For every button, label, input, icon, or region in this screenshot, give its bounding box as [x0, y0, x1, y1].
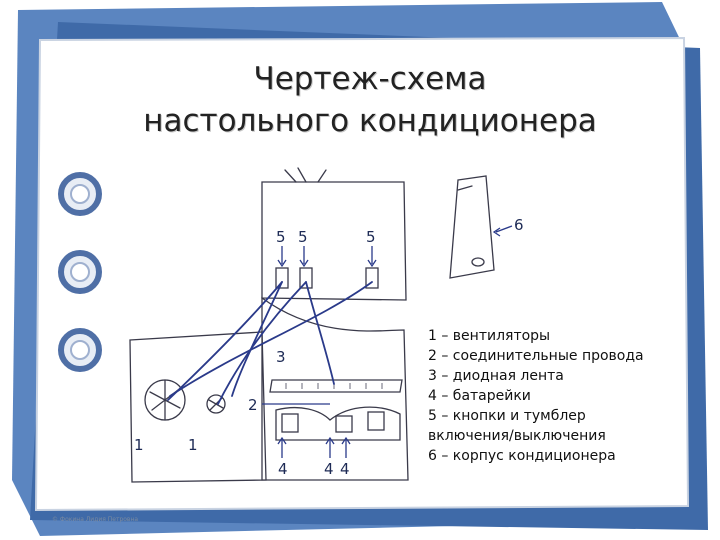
label-4a: 4: [278, 460, 288, 478]
arrow-6: [492, 225, 513, 237]
case-outline: [449, 175, 495, 279]
legend-item: 4 – батарейки: [428, 388, 531, 404]
legend-item: 1 – вентиляторы: [428, 328, 551, 344]
fan-large-blades: [149, 379, 181, 421]
binder-ring-icon: [58, 172, 102, 216]
wire: [305, 281, 335, 385]
title-line-2: настольного кондиционера: [143, 103, 597, 139]
arrow-4a: [277, 436, 287, 458]
fan-small: [206, 394, 226, 414]
copyright-note: © Фокина Лидия Петровна: [52, 516, 139, 523]
label-5c: 5: [366, 228, 376, 246]
label-1a: 1: [134, 436, 144, 454]
binder-ring-icon: [58, 250, 102, 294]
toggle-5c: [365, 267, 379, 289]
arrow-5a: [277, 246, 287, 268]
main-body-outline: [261, 296, 409, 481]
panel-antenna-lines: [284, 167, 327, 183]
case-switch-hole: [471, 257, 485, 267]
legend-item: 2 – соединительные провода: [428, 348, 644, 364]
button-panel-outline: [261, 181, 407, 301]
label-3: 3: [276, 348, 286, 366]
battery-cell: [281, 413, 299, 433]
wire: [169, 281, 373, 397]
label-4b: 4: [324, 460, 334, 478]
wire: [231, 281, 283, 397]
arrow-4c: [341, 436, 351, 458]
legend-item: 3 – диодная лента: [428, 368, 564, 384]
binder-ring-icon: [58, 328, 102, 372]
label-2: 2: [248, 396, 258, 414]
arrow-4b: [325, 436, 335, 458]
diode-ribbon: [269, 379, 403, 393]
ribbon-ticks: [285, 383, 383, 389]
fan-module-outline: [129, 331, 267, 483]
case-detail: [457, 185, 473, 191]
label-6: 6: [514, 216, 524, 234]
label-5a: 5: [276, 228, 286, 246]
arrow-5c: [367, 246, 377, 268]
white-card: [34, 36, 690, 512]
battery-cell: [335, 415, 353, 433]
battery-compartment: [275, 406, 401, 441]
arrow-5b: [299, 246, 309, 268]
legend-item: включения/выключения: [428, 428, 606, 444]
wire: [217, 281, 307, 405]
label-4c: 4: [340, 460, 350, 478]
legend: 1 – вентиляторы 2 – соединительные прово…: [428, 326, 678, 466]
title-line-1: Чертеж-схема: [253, 61, 487, 97]
slide-title: Чертеж-схема настольного кондиционера: [90, 58, 650, 142]
button-5b: [299, 267, 313, 289]
label-5b: 5: [298, 228, 308, 246]
legend-item: 5 – кнопки и тумблер: [428, 408, 586, 424]
wire: [167, 281, 283, 401]
button-5a: [275, 267, 289, 289]
legend-item: 6 – корпус кондиционера: [428, 448, 616, 464]
label-1b: 1: [188, 436, 198, 454]
battery-cell: [367, 411, 385, 431]
